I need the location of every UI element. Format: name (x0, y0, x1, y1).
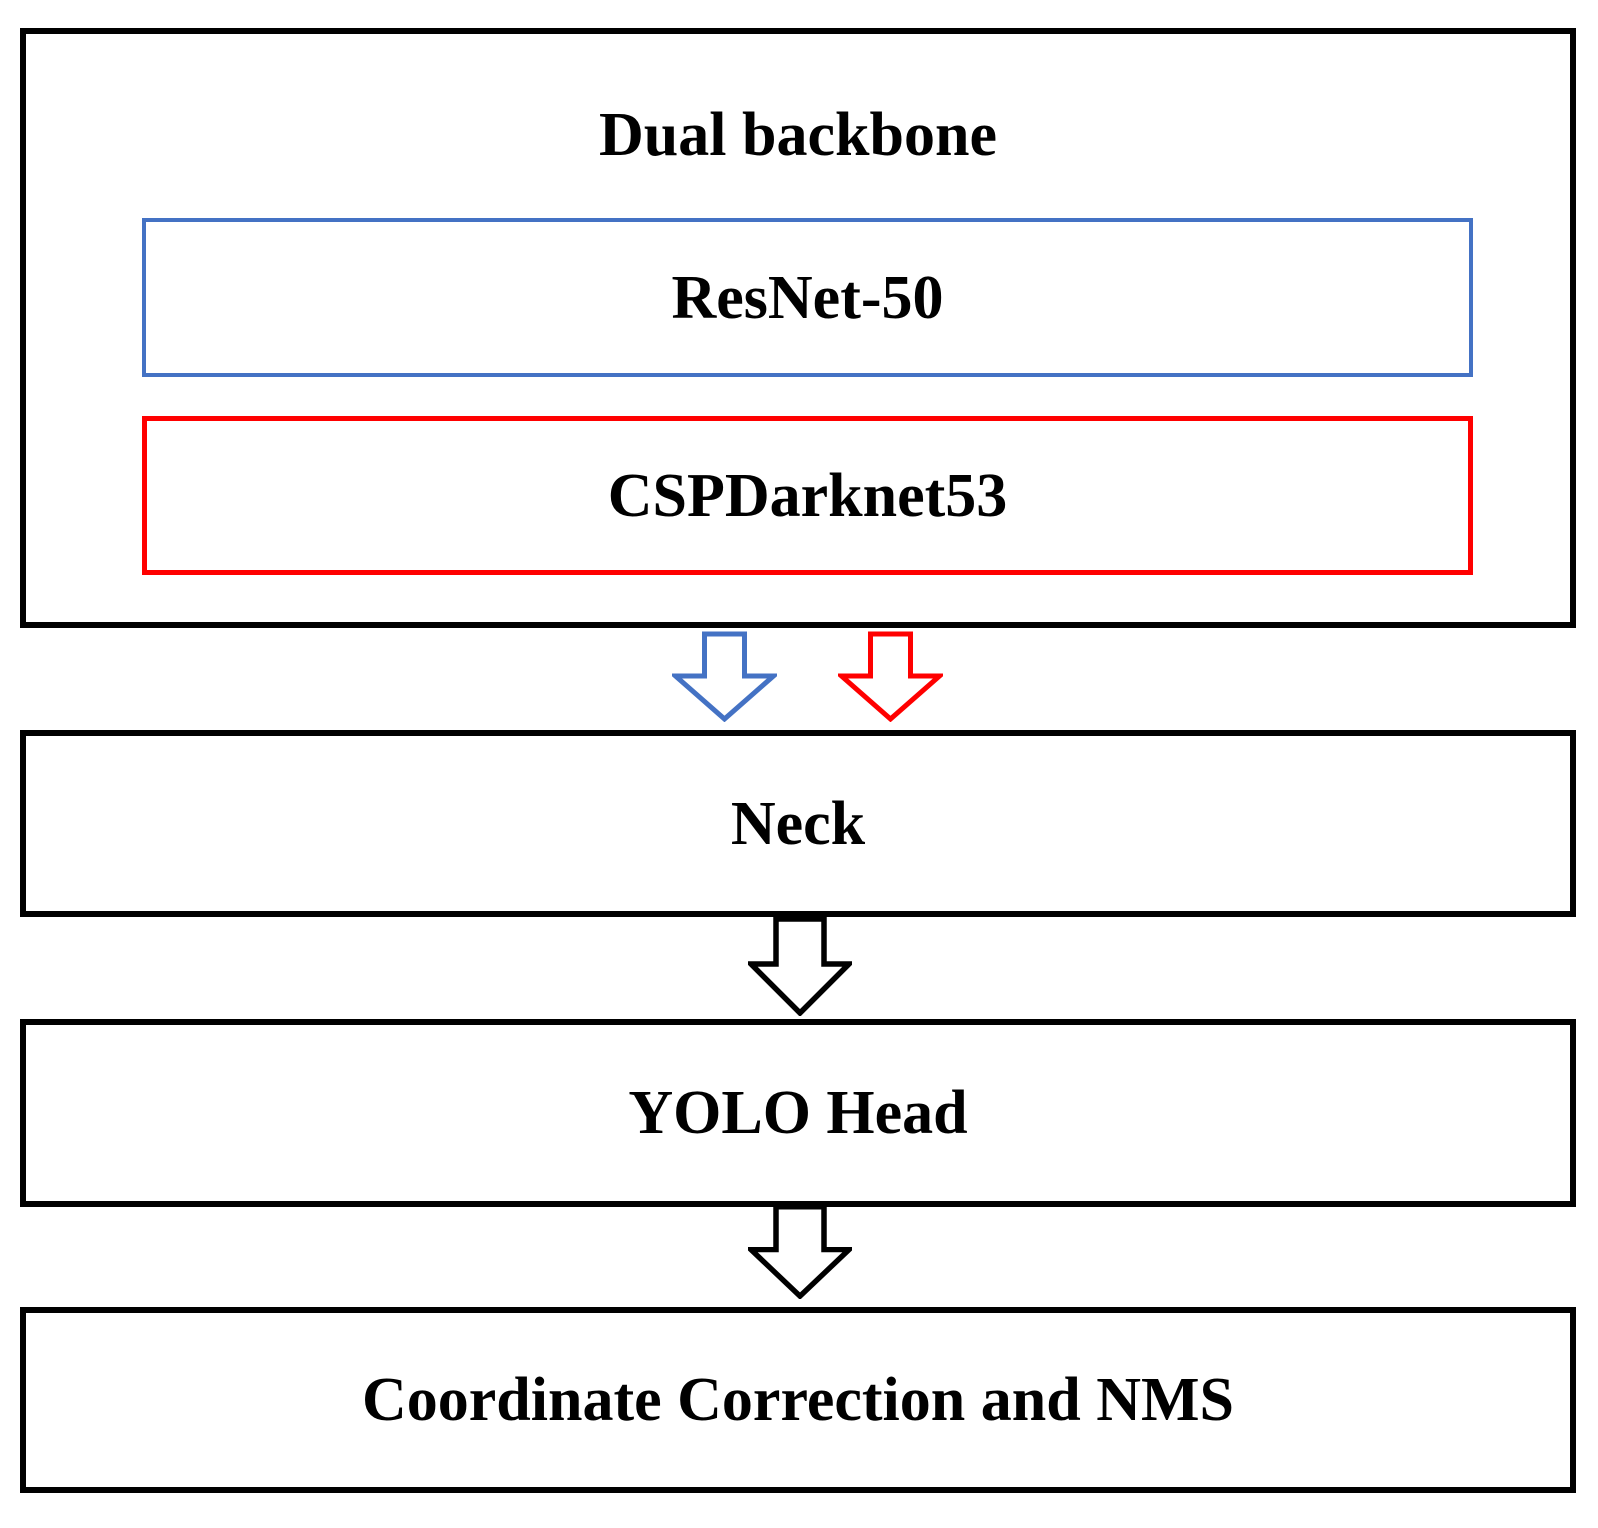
black-down-arrow-icon (748, 1204, 852, 1299)
red-down-arrow-icon (838, 631, 943, 722)
dual-backbone-title: Dual backbone (599, 101, 997, 169)
black-down-arrow-icon (748, 916, 852, 1016)
cspdarknet53-box: CSPDarknet53 (142, 416, 1473, 575)
coordinate-correction-nms-box: Coordinate Correction and NMS (20, 1307, 1576, 1493)
black-down-arrow-shape (748, 916, 852, 1016)
blue-down-arrow-icon (672, 631, 777, 722)
neck-label: Neck (730, 789, 866, 858)
coordinate-correction-nms-label: Coordinate Correction and NMS (362, 1366, 1234, 1434)
resnet50-label: ResNet-50 (671, 263, 944, 332)
neck-box: Neck (20, 730, 1576, 917)
blue-down-arrow-shape (672, 631, 777, 722)
red-down-arrow-shape (838, 631, 943, 722)
resnet50-box: ResNet-50 (142, 218, 1473, 377)
cspdarknet53-label: CSPDarknet53 (607, 461, 1008, 530)
black-down-arrow-shape (748, 1204, 852, 1299)
yolo-head-box: YOLO Head (20, 1019, 1576, 1207)
yolo-head-label: YOLO Head (628, 1079, 968, 1147)
